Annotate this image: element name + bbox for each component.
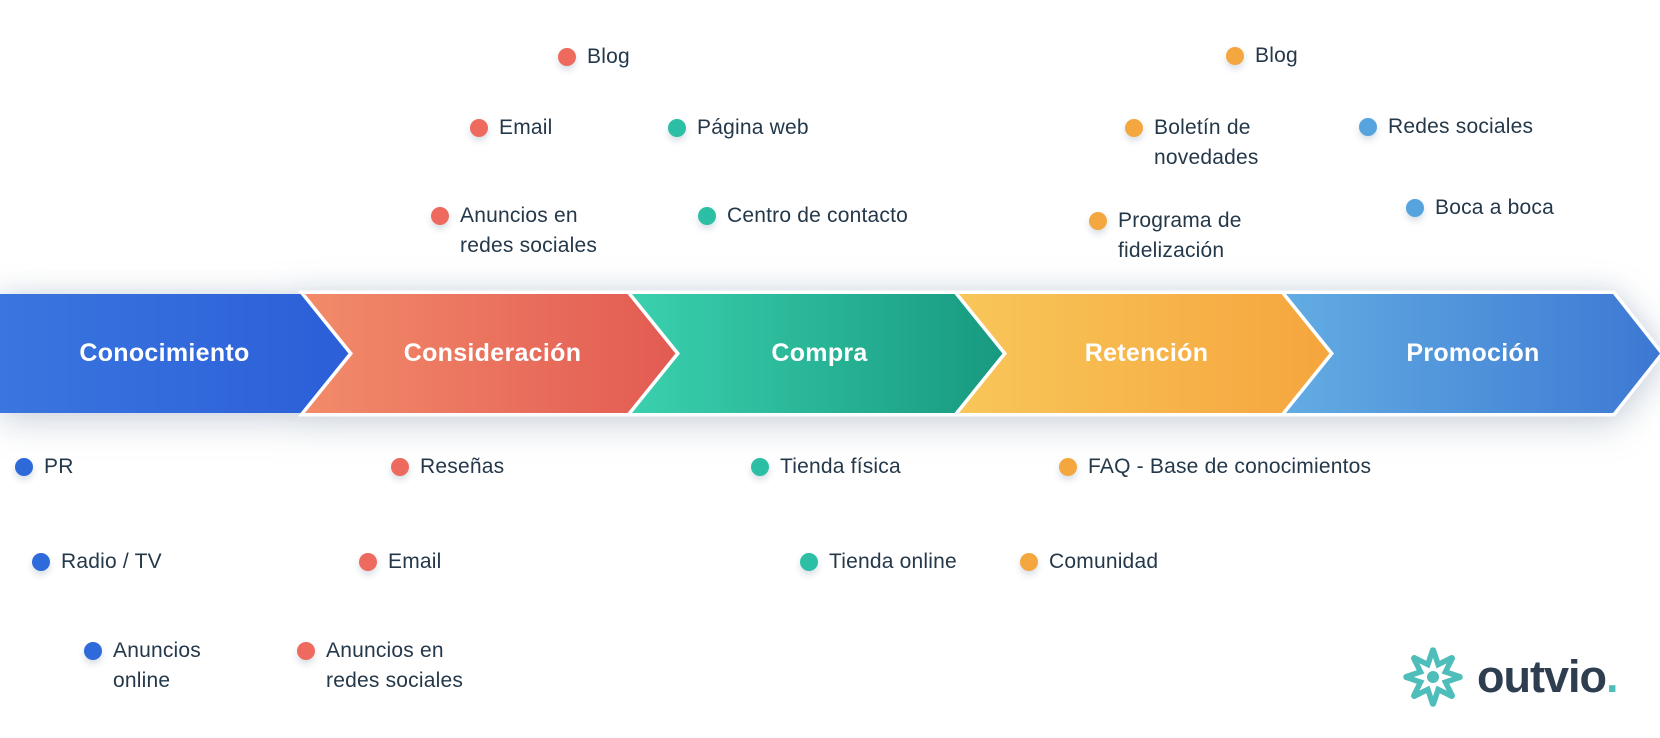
touchpoint-blog-retencion: Blog <box>1226 41 1298 71</box>
touchpoint-label: FAQ - Base de conocimientos <box>1088 455 1372 478</box>
touchpoint-label: Anuncios online <box>113 639 201 692</box>
bullet-dot <box>1125 119 1143 137</box>
bullet-dot <box>84 642 102 660</box>
touchpoint-label: Página web <box>697 116 809 139</box>
touchpoint-anuncios-redes-sociales-bottom: Anuncios en redes sociales <box>297 636 463 696</box>
bullet-dot <box>1059 458 1077 476</box>
bullet-dot <box>1226 47 1244 65</box>
bullet-dot <box>391 458 409 476</box>
touchpoint-boca-a-boca: Boca a boca <box>1406 193 1554 223</box>
bullet-dot <box>698 207 716 225</box>
stage-arrow-compra <box>624 290 1012 417</box>
bullet-dot <box>800 553 818 571</box>
stage-arrow-conocimiento <box>0 294 353 413</box>
touchpoint-label: Anuncios en redes sociales <box>326 639 464 692</box>
touchpoint-label: Email <box>388 550 442 573</box>
touchpoint-label: Tienda online <box>829 550 957 573</box>
touchpoint-centro-contacto: Centro de contacto <box>698 201 908 231</box>
bullet-dot <box>359 553 377 571</box>
touchpoint-email-bottom: Email <box>359 547 442 577</box>
stage-arrow-consideracion <box>297 290 685 417</box>
logo-wordmark: outvio. <box>1477 651 1618 702</box>
touchpoint-comunidad: Comunidad <box>1020 547 1158 577</box>
bullet-dot <box>15 458 33 476</box>
touchpoint-blog-consideracion: Blog <box>558 42 630 72</box>
starburst-icon <box>1403 647 1463 707</box>
touchpoint-label: PR <box>44 455 74 478</box>
logo-period: . <box>1605 651 1618 702</box>
stage-arrow-retencion <box>951 290 1339 417</box>
journey-arrow-band <box>0 290 1660 417</box>
touchpoint-label: Centro de contacto <box>727 204 909 227</box>
touchpoint-tienda-online: Tienda online <box>800 547 957 577</box>
outvio-logo: outvio. <box>1401 645 1618 709</box>
touchpoint-label: Reseñas <box>420 455 505 478</box>
touchpoint-label: Boca a boca <box>1435 196 1554 219</box>
bullet-dot <box>431 207 449 225</box>
touchpoint-label: Email <box>499 116 553 139</box>
bullet-dot <box>558 48 576 66</box>
bullet-dot <box>751 458 769 476</box>
touchpoint-label: Boletín de novedades <box>1154 116 1259 169</box>
touchpoint-email-consideracion: Email <box>470 113 553 143</box>
bullet-dot <box>1406 199 1424 217</box>
touchpoint-redes-sociales: Redes sociales <box>1359 112 1533 142</box>
touchpoint-radio-tv: Radio / TV <box>32 547 162 577</box>
touchpoint-label: Anuncios en redes sociales <box>460 204 598 257</box>
touchpoint-label: Comunidad <box>1049 550 1159 573</box>
touchpoint-faq-base-conocimientos: FAQ - Base de conocimientos <box>1059 452 1371 482</box>
bullet-dot <box>668 119 686 137</box>
bullet-dot <box>297 642 315 660</box>
touchpoint-label: Blog <box>1255 44 1298 67</box>
touchpoint-label: Radio / TV <box>61 550 162 573</box>
touchpoint-label: Tienda física <box>780 455 901 478</box>
touchpoint-pr: PR <box>15 452 74 482</box>
touchpoint-label: Blog <box>587 45 630 68</box>
touchpoint-anuncios-online: Anuncios online <box>84 636 201 696</box>
touchpoint-label: Redes sociales <box>1388 115 1534 138</box>
stage-arrow-promocion <box>1278 290 1660 417</box>
touchpoint-resenas: Reseñas <box>391 452 504 482</box>
touchpoint-programa-fidelizacion: Programa de fidelización <box>1089 206 1242 266</box>
bullet-dot <box>32 553 50 571</box>
touchpoint-tienda-fisica: Tienda física <box>751 452 901 482</box>
bullet-dot <box>470 119 488 137</box>
bullet-dot <box>1359 118 1377 136</box>
bullet-dot <box>1089 212 1107 230</box>
touchpoint-label: Programa de fidelización <box>1118 209 1242 262</box>
touchpoint-pagina-web: Página web <box>668 113 809 143</box>
touchpoint-boletin-novedades: Boletín de novedades <box>1125 113 1259 173</box>
touchpoint-anuncios-redes-sociales-top: Anuncios en redes sociales <box>431 201 597 261</box>
bullet-dot <box>1020 553 1038 571</box>
